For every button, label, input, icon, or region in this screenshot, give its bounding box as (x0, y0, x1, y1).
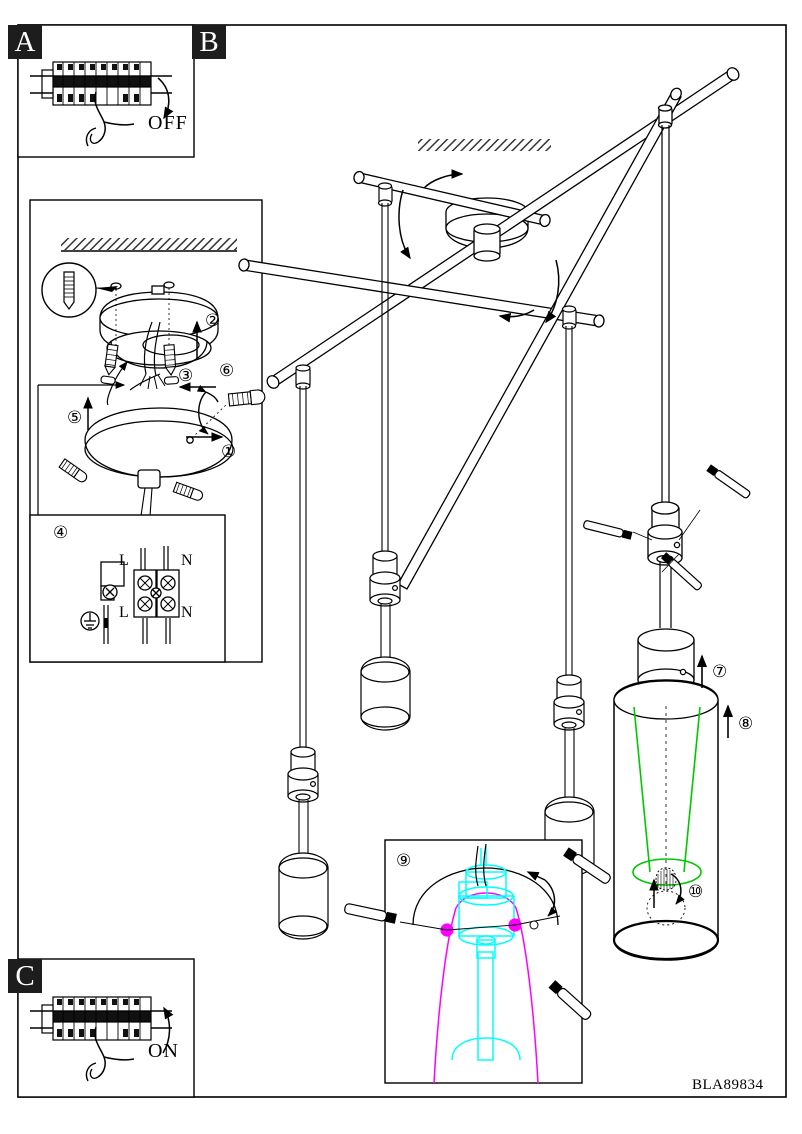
shade-outline-magenta (433, 892, 539, 1084)
step-8-callout: ⑧ (738, 714, 754, 733)
breaker-illustration-on (30, 996, 174, 1082)
mounting-plate (99, 281, 219, 406)
step9-detail-frame (384, 839, 583, 1084)
step9-rotation-arrow (526, 871, 558, 917)
pendant-3 (544, 305, 595, 877)
terminal-detail-frame (29, 514, 226, 663)
step9-tool-pointers (344, 847, 611, 1020)
step-6-callout: ⑥ (219, 361, 235, 380)
crossbar-assembly (238, 67, 740, 590)
step-3-callout: ③ (178, 366, 194, 385)
crossbar-1 (353, 170, 551, 228)
panel-label-c: C (8, 959, 42, 993)
pendant-2 (360, 182, 411, 731)
crossbar-4 (397, 87, 682, 590)
on-label: ON (148, 1040, 179, 1062)
terminal-block (80, 546, 180, 644)
setscrew-pointers-4 (583, 464, 751, 591)
step9-wires (475, 843, 487, 887)
step-1-callout: ① (221, 442, 237, 461)
cord-grip-2 (369, 550, 401, 607)
step-5-callout: ⑤ (67, 408, 83, 427)
terminal-neutral-bottom-label: N (181, 604, 193, 621)
shade-inner-cone (632, 706, 702, 886)
cable-collar-1 (295, 364, 311, 390)
cable-collar-2 (377, 182, 393, 207)
step-10-callout: ⑩ (688, 882, 704, 901)
step-arrows-right (696, 654, 734, 738)
shade-1 (278, 852, 329, 940)
step-9-callout: ⑨ (396, 851, 412, 870)
terminal-live-top-label: L (119, 552, 129, 569)
pendant-1 (278, 364, 329, 940)
step-4-callout: ④ (53, 523, 69, 542)
panel-label-a: A (8, 25, 42, 59)
canopy-screws (58, 389, 266, 501)
supply-wires (139, 321, 166, 390)
rotation-arrows-main (398, 169, 560, 324)
panel-label-b: B (192, 25, 226, 59)
step-2-callout: ② (205, 311, 221, 330)
ceiling-hatch-main (418, 139, 551, 151)
breaker-illustration-off (30, 61, 174, 147)
wall-anchor-magnifier (41, 262, 118, 318)
step9-contents (344, 843, 611, 1084)
part-number: BLA89834 (692, 1077, 764, 1093)
anchor-screws-set (100, 343, 180, 385)
terminal-neutral-top-label: N (181, 552, 193, 569)
cord-grip-1 (287, 746, 319, 803)
off-label: OFF (148, 112, 188, 134)
pendant-4 (612, 104, 720, 961)
cable-collar-3 (561, 305, 577, 330)
crossbar-3 (238, 258, 605, 328)
cord-grip-3 (553, 674, 585, 731)
cable-collar-4 (657, 104, 673, 129)
shade-2 (360, 656, 411, 731)
canopy-cover (84, 407, 234, 517)
crossbar-2 (266, 67, 740, 389)
step-7-callout: ⑦ (712, 662, 728, 681)
terminal-live-bottom-label: L (119, 604, 129, 621)
ceiling-hatch (61, 238, 237, 250)
